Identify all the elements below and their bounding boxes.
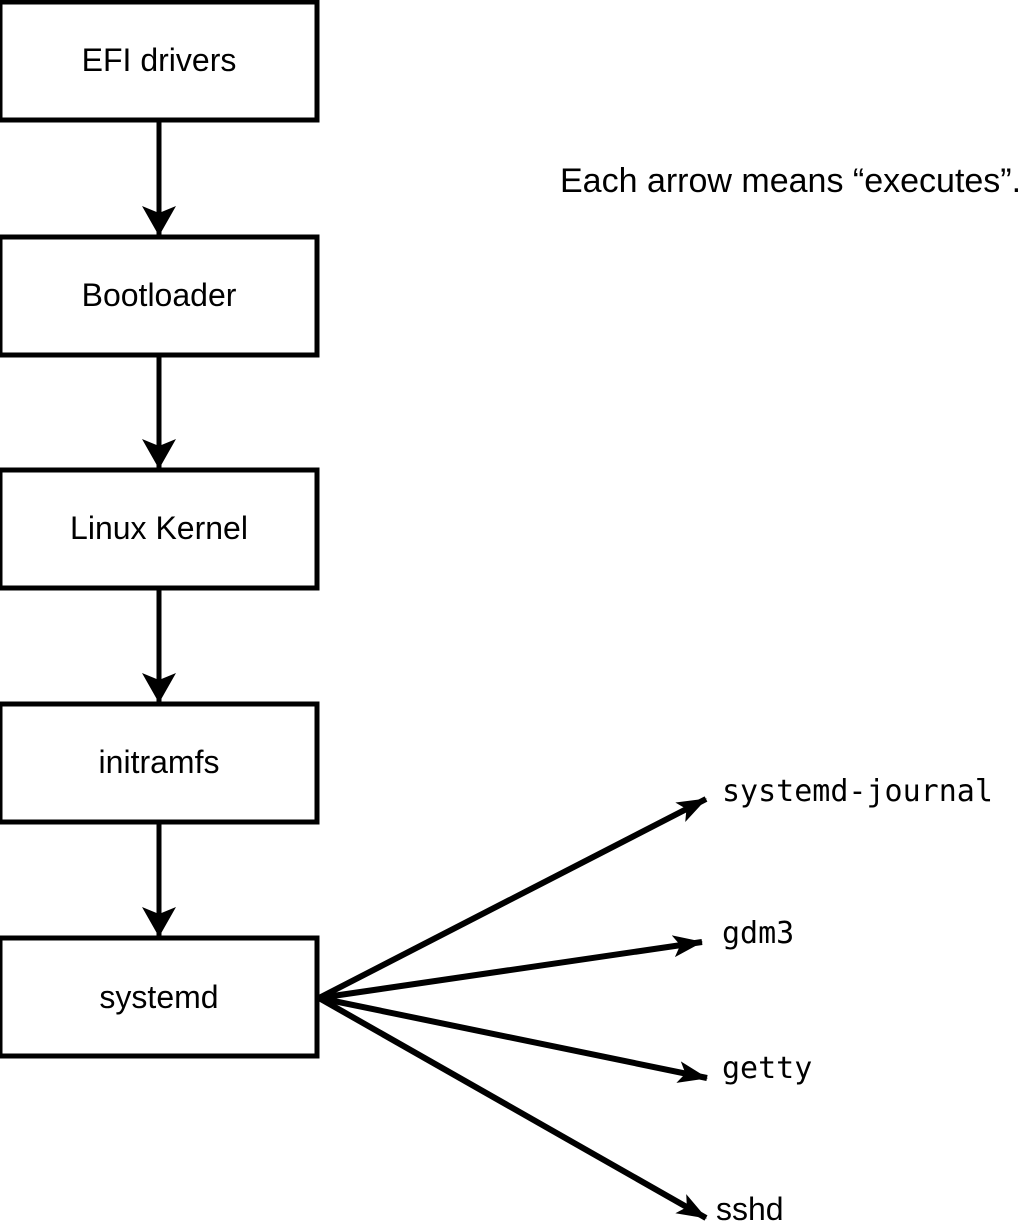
node-box [0,467,320,591]
node-bootloader: Bootloader [0,234,320,358]
executes-arrow-systemd-to-getty [318,995,708,1083]
node-box [0,0,320,123]
node-box [0,701,320,825]
executes-arrow-systemd-to-gdm3 [318,935,703,1001]
node-linux-kernel: Linux Kernel [0,467,320,591]
node-label: Linux Kernel [70,510,248,546]
node-box [0,234,320,358]
node-label: systemd [99,979,218,1015]
executes-arrow-systemd-to-journal [317,796,708,1001]
node-systemd: systemd [0,935,320,1059]
node-initramfs: initramfs [0,701,320,825]
spawned-label-systemd-journal: systemd-journal [722,774,993,809]
spawned-label-sshd: sshd [716,1191,784,1227]
node-efi-drivers: EFI drivers [0,0,320,123]
node-box [0,935,320,1059]
arrow-meaning-note: Each arrow means “executes”. [560,162,1021,200]
node-label: initramfs [99,744,220,780]
spawned-label-getty: getty [722,1051,812,1086]
node-label: EFI drivers [82,42,237,78]
spawned-label-gdm3: gdm3 [722,916,794,951]
executes-arrow-systemd-to-sshd [317,995,708,1221]
node-label: Bootloader [82,277,237,313]
